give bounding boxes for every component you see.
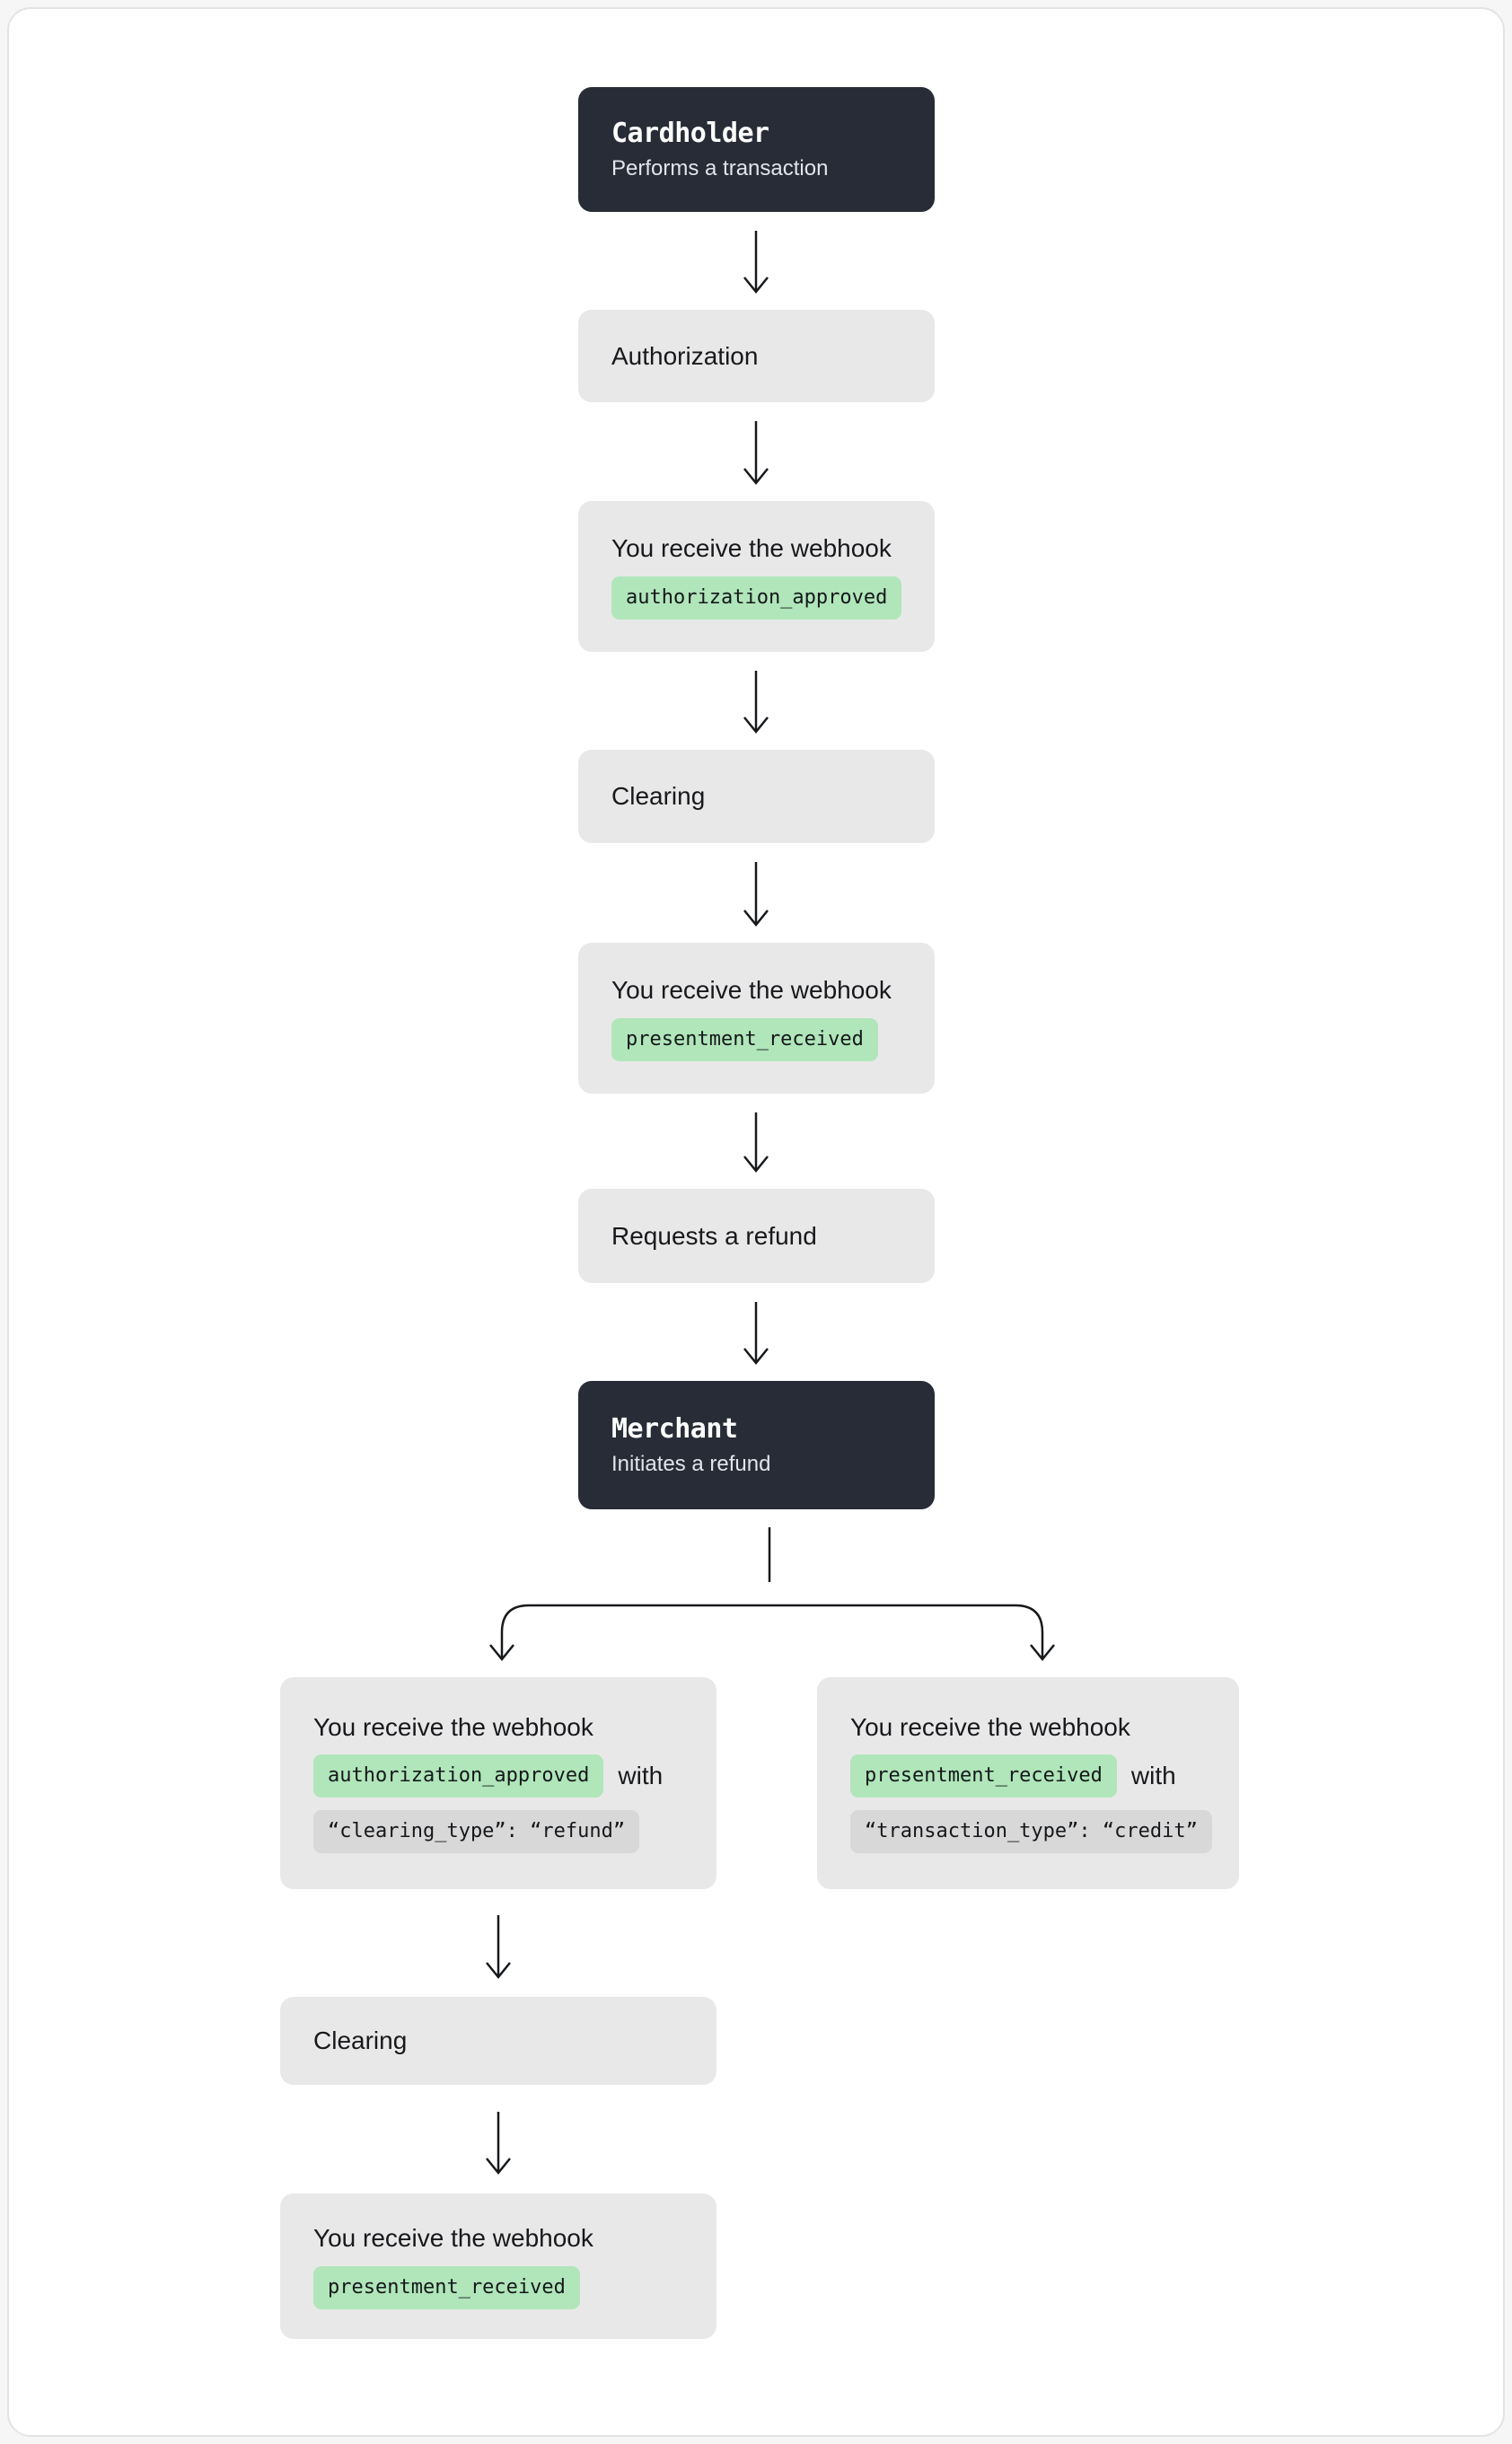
webhook-authorization-approved-node: You receive the webhook authorization_ap…: [578, 501, 935, 652]
with-label: with: [1130, 1762, 1176, 1789]
webhook-text: You receive the webhook: [850, 1713, 1130, 1741]
clearing-label: Clearing: [611, 782, 706, 810]
webhook-badge-authorization-approved: authorization_approved: [611, 576, 902, 620]
refund-authorization-webhook-node: You receive the webhook authorization_ap…: [280, 1677, 716, 1889]
authorization-label: Authorization: [611, 341, 759, 370]
clearing-refund-node: Clearing: [280, 1997, 716, 2085]
webhook-text: You receive the webhook: [611, 533, 892, 562]
cardholder-node: Cardholder Performs a transaction: [578, 87, 935, 212]
merchant-subtitle: Initiates a refund: [611, 1452, 771, 1476]
webhook-text: You receive the webhook: [313, 1713, 593, 1741]
webhook-refund-presentment-node: You receive the webhook presentment_rece…: [280, 2193, 716, 2339]
requests-refund-label: Requests a refund: [611, 1221, 817, 1250]
code-badge-transaction-type-credit: “transaction_type”: “credit”: [850, 1810, 1212, 1853]
merchant-node: Merchant Initiates a refund: [578, 1381, 935, 1509]
refund-presentment-webhook-node: You receive the webhook presentment_rece…: [817, 1677, 1239, 1889]
webhook-presentment-received-node: You receive the webhook presentment_rece…: [578, 943, 935, 1094]
code-badge-clearing-type-refund: “clearing_type”: “refund”: [313, 1810, 640, 1853]
authorization-node: Authorization: [578, 310, 935, 402]
cardholder-title: Cardholder: [611, 118, 769, 149]
webhook-badge-presentment-received: presentment_received: [313, 2265, 580, 2309]
clearing-label: Clearing: [313, 2026, 408, 2054]
webhook-badge-presentment-received: presentment_received: [850, 1754, 1117, 1798]
badge-row: authorization_approved with: [313, 1754, 683, 1798]
requests-refund-node: Requests a refund: [578, 1189, 935, 1283]
cardholder-subtitle: Performs a transaction: [611, 156, 829, 180]
webhook-badge-authorization-approved: authorization_approved: [313, 1754, 604, 1798]
badge-row: presentment_received with: [850, 1754, 1206, 1798]
with-label: with: [618, 1762, 664, 1789]
webhook-badge-presentment-received: presentment_received: [611, 1017, 878, 1061]
merchant-title: Merchant: [611, 1413, 738, 1445]
webhook-text: You receive the webhook: [611, 975, 892, 1004]
webhook-text: You receive the webhook: [313, 2223, 593, 2252]
clearing-node: Clearing: [578, 750, 935, 843]
